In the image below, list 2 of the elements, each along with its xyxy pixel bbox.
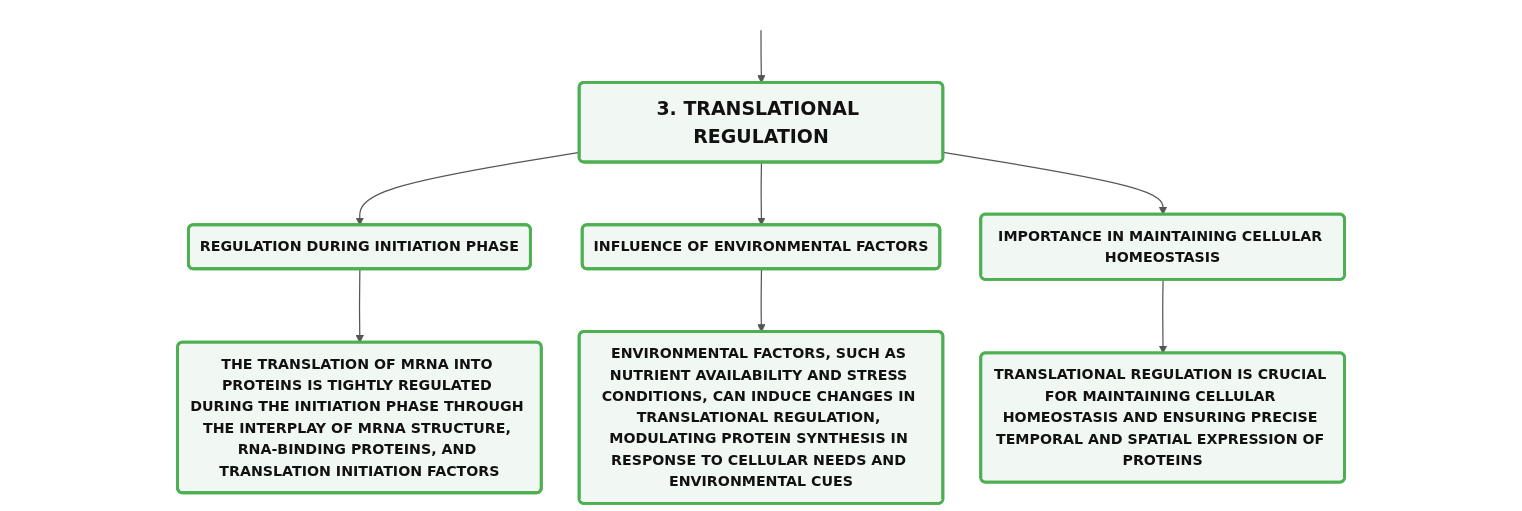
arrow — [942, 151, 1168, 215]
arrow — [355, 268, 364, 343]
